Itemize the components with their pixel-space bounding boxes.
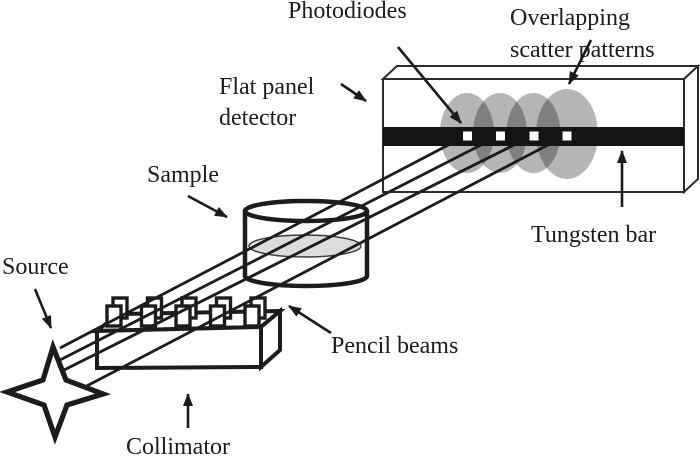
- flat-panel-arrow: [340, 82, 367, 103]
- label-tungsten-bar: Tungsten bar: [531, 222, 657, 248]
- photodiode: [496, 131, 505, 141]
- pencil-beams-arrow: [288, 304, 332, 335]
- detector-right-face: [683, 63, 699, 195]
- label-source: Source: [2, 254, 69, 280]
- pencil-beams: [55, 133, 568, 403]
- sample-top-rim: [242, 198, 370, 224]
- label-sample: Sample: [147, 162, 219, 188]
- photodiode: [562, 131, 572, 141]
- label-overlapping-line1: Overlapping: [510, 5, 630, 31]
- label-photodiodes: Photodiodes: [288, 0, 407, 24]
- photodiode: [529, 131, 539, 141]
- label-flat-panel-line1: Flat panel: [219, 74, 315, 100]
- sample-arrow: [187, 194, 228, 219]
- label-overlapping-scatter-patterns: Overlapping scatter patterns: [510, 2, 655, 66]
- label-flat-panel-detector: Flat panel detector: [219, 72, 314, 134]
- photodiodes: [463, 131, 572, 141]
- scatter-patterns-arrow: [567, 39, 593, 85]
- aperture-tube: [243, 296, 267, 328]
- label-pencil-beams: Pencil beams: [331, 333, 459, 359]
- label-flat-panel-line2: detector: [219, 105, 297, 131]
- detector-top-face: [380, 65, 700, 80]
- pencil-beam: [59, 133, 469, 350]
- sample-cylinder: [242, 198, 370, 289]
- collimator-front-face: [95, 324, 263, 371]
- pencil-beam: [57, 133, 502, 363]
- pencil-beam: [55, 133, 535, 376]
- photodiodes-arrow: [396, 46, 463, 124]
- photodiode: [463, 131, 472, 141]
- annotation-arrows: [33, 39, 627, 428]
- source-arrow: [33, 288, 53, 329]
- sample-bottom-arc: [242, 273, 370, 289]
- label-collimator: Collimator: [126, 434, 230, 460]
- pencil-beam: [57, 133, 568, 403]
- label-overlapping-line2: scatter patterns: [510, 37, 655, 63]
- collimator-apertures: [105, 296, 267, 328]
- source-star: [0, 339, 112, 445]
